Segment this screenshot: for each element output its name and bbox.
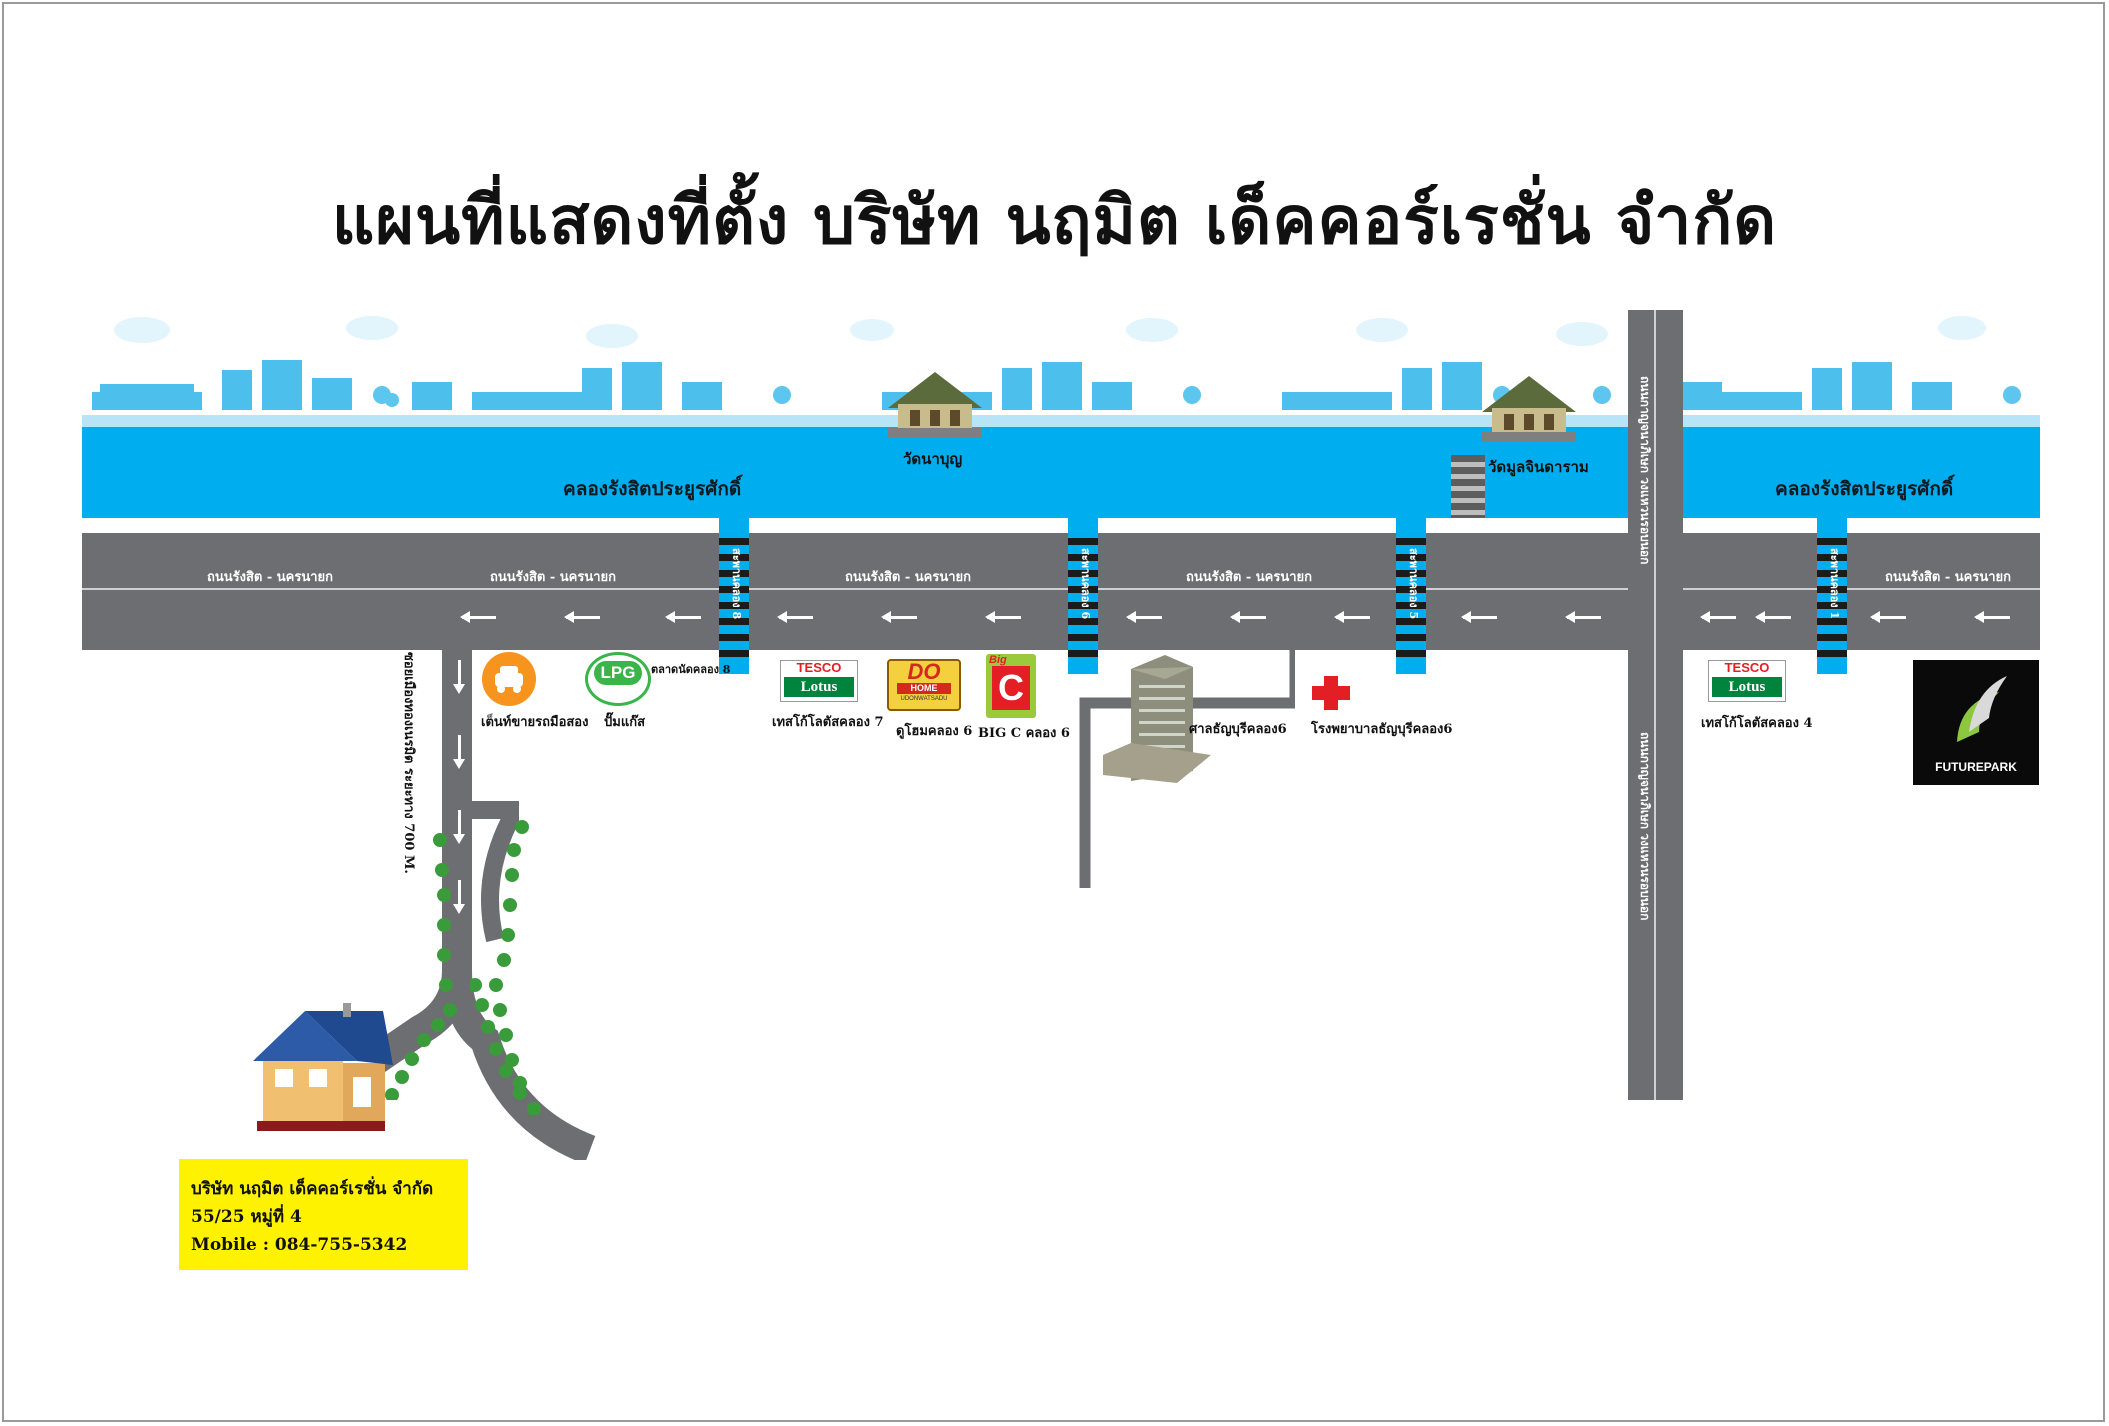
futurepark-logo: FUTUREPARK <box>1913 660 2039 785</box>
poi-car-tent-label: เต็นท์ขายรถมือสอง <box>481 715 589 730</box>
futurepark-logo-text: FUTUREPARK <box>1935 760 2017 774</box>
company-name: บริษัท นฤมิต เด็คคอร์เรชั่น จำกัด <box>191 1179 434 1199</box>
tesco-lotus-logo: TESCO Lotus <box>1708 660 1786 702</box>
temple-icon-wat-na-boon <box>888 372 982 438</box>
temple-label-wat-mool-jinda: วัดมูลจินดาราม <box>1488 458 1589 476</box>
dohome-logo-sub: HOME <box>897 683 951 694</box>
bridge-khlong-6: สะพานคลอง 6 <box>1068 518 1098 674</box>
bridge-label: สะพานคลอง 6 <box>1079 548 1092 620</box>
lotus-logo-text: Lotus <box>784 677 854 697</box>
outer-ring-label-bottom: ถนนกาญจนาภิเษก วงแหวนรอบนอก <box>1638 732 1652 921</box>
dohome-logo: DO HOME UDONWATSADU <box>887 659 961 711</box>
traffic-arrow-icon <box>1461 611 1497 623</box>
soi-arrow-icon <box>453 735 465 769</box>
traffic-arrow-icon <box>665 611 701 623</box>
lpg-logo-text: LPG <box>594 661 642 685</box>
poi-tesco-k7-label: เทสโก้โลตัสคลอง 7 <box>772 715 884 730</box>
traffic-arrow-icon <box>1974 611 2010 623</box>
traffic-arrow-icon <box>1755 611 1791 623</box>
road-label: ถนนรังสิต - นครนายก <box>845 570 972 585</box>
page-title: แผนที่แสดงที่ตั้ง บริษัท นฤมิต เด็คคอร์เ… <box>331 181 1778 259</box>
traffic-arrow-icon <box>985 611 1021 623</box>
road-label: ถนนรังสิต - นครนายก <box>490 570 617 585</box>
dohome-logo-foot: UDONWATSADU <box>900 696 948 702</box>
soi-label: ซอยเมืองทองเนรมิต ระยะทาง 700 M. <box>401 652 416 874</box>
court-building-icon <box>1103 655 1211 783</box>
bridge-khlong-8: สะพานคลอง 8 <box>719 518 749 674</box>
bridge-khlong-5: สะพานคลอง 5 <box>1396 518 1426 674</box>
company-house-icon <box>253 1003 393 1131</box>
canal-bank <box>82 415 2040 427</box>
poi-market-label: ตลาดนัดคลอง 8 <box>651 663 731 676</box>
hospital-cross-icon <box>1312 676 1350 710</box>
poi-bigc-label: BIG C คลอง 6 <box>978 726 1070 741</box>
bridge-label: สะพานคลอง 1 <box>1828 548 1841 620</box>
bridge-label: สะพานคลอง 8 <box>730 548 743 620</box>
outer-ring-label-top: ถนนกาญจนาภิเษก วงแหวนรอบนอก <box>1638 376 1652 565</box>
poi-hospital-label: โรงพยาบาลธัญบุรีคลอง6 <box>1311 722 1453 737</box>
road-divider <box>82 588 2040 590</box>
canal <box>82 427 2040 518</box>
canal-label-right: คลองรังสิตประยูรศักดิ์ <box>1775 478 1954 500</box>
bigc-logo-letter: C <box>992 666 1030 710</box>
traffic-arrow-icon <box>881 611 917 623</box>
traffic-arrow-icon <box>460 611 496 623</box>
traffic-arrow-icon <box>777 611 813 623</box>
temple-stairs <box>1451 455 1485 518</box>
soi-arrow-icon <box>453 660 465 694</box>
soi-arrow-icon <box>453 810 465 844</box>
outer-ring-divider <box>1654 310 1656 1100</box>
tree-row <box>470 978 541 1115</box>
road-label: ถนนรังสิต - นครนายก <box>1186 570 1313 585</box>
address-box: บริษัท นฤมิต เด็คคอร์เรชั่น จำกัด 55/25 … <box>179 1159 468 1270</box>
soi-arrow-icon <box>453 880 465 914</box>
lpg-icon: LPG <box>585 652 651 706</box>
tesco-logo-top: TESCO <box>1724 660 1770 675</box>
traffic-arrow-icon <box>564 611 600 623</box>
traffic-arrow-icon <box>1565 611 1601 623</box>
traffic-arrow-icon <box>1700 611 1736 623</box>
dohome-logo-text: DO <box>907 659 941 684</box>
mobile-number: Mobile : 084-755-5342 <box>191 1235 408 1255</box>
tesco-logo-top: TESCO <box>796 660 842 675</box>
traffic-arrow-icon <box>1334 611 1370 623</box>
traffic-arrow-icon <box>1230 611 1266 623</box>
poi-court-label: ศาลธัญบุรีคลอง6 <box>1189 722 1287 737</box>
bigc-logo: Big C <box>986 654 1036 718</box>
tesco-lotus-logo: TESCO Lotus <box>780 660 858 702</box>
road-label: ถนนรังสิต - นครนายก <box>207 570 334 585</box>
temple-label-wat-na-boon: วัดนาบุญ <box>903 450 963 468</box>
futurepark-swoosh-icon <box>1957 676 2007 742</box>
address-line: 55/25 หมู่ที่ 4 <box>191 1207 302 1227</box>
traffic-arrow-icon <box>1126 611 1162 623</box>
poi-dohome-label: ดูโฮมคลอง 6 <box>896 724 973 739</box>
road-label: ถนนรังสิต - นครนายก <box>1885 570 2012 585</box>
poi-lpg-label: ปั๊มแก๊ส <box>604 715 646 730</box>
bridge-label: สะพานคลอง 5 <box>1407 548 1420 620</box>
city-skyline <box>92 316 2021 410</box>
poi-tesco-k4-label: เทสโก้โลตัสคลอง 4 <box>1701 716 1813 731</box>
car-dealer-icon <box>482 652 536 706</box>
bigc-logo-top: Big <box>989 654 1007 666</box>
lotus-logo-text: Lotus <box>1712 677 1782 697</box>
tree-row <box>385 820 529 1100</box>
traffic-arrow-icon <box>1870 611 1906 623</box>
temple-icon-wat-mool-jinda <box>1482 376 1576 442</box>
main-road <box>82 533 2040 650</box>
canal-label-left: คลองรังสิตประยูรศักดิ์ <box>563 478 742 500</box>
bridge-khlong-1: สะพานคลอง 1 <box>1817 518 1847 674</box>
